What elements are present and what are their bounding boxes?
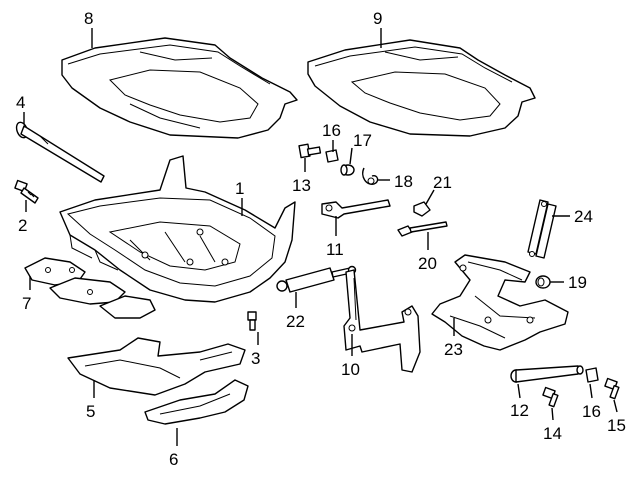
callout-21: 21 — [433, 173, 452, 192]
part-18-spring-clip — [362, 167, 379, 185]
part-11-lever — [321, 199, 391, 219]
part-3-bolt — [247, 311, 257, 331]
part-1-seat-frame — [59, 155, 296, 303]
callout-5: 5 — [86, 402, 95, 421]
callout-16-upper: 16 — [322, 121, 341, 140]
leader-16b — [589, 383, 593, 399]
callout-18: 18 — [394, 172, 413, 191]
part-24-bracket — [527, 199, 557, 259]
part-9-seat-cushion-right — [307, 39, 536, 137]
part-23-seat-track — [431, 254, 569, 351]
callout-10: 10 — [341, 360, 360, 379]
callout-23: 23 — [444, 340, 463, 359]
leader-17 — [349, 147, 353, 165]
callout-24: 24 — [574, 207, 593, 226]
callout-4: 4 — [16, 93, 25, 112]
callout-17: 17 — [353, 131, 372, 150]
part-19-bushing — [535, 275, 551, 289]
leader-12 — [517, 383, 521, 399]
part-20-cable — [397, 221, 448, 237]
part-8-seat-cushion-left — [61, 37, 298, 139]
part-21-clip — [413, 201, 431, 217]
callout-1: 1 — [235, 179, 244, 198]
callout-20: 20 — [418, 254, 437, 273]
callout-7: 7 — [22, 294, 31, 313]
leader-15 — [613, 399, 618, 413]
part-12-pin — [510, 365, 584, 383]
part-2-bolt — [14, 179, 39, 204]
callout-9: 9 — [373, 9, 382, 28]
part-17-bushing — [340, 164, 355, 176]
callout-14: 14 — [543, 424, 562, 443]
leader-21 — [425, 189, 435, 205]
callout-16-lower: 16 — [582, 402, 601, 421]
part-4-rod — [15, 121, 105, 183]
callout-13: 13 — [292, 176, 311, 195]
part-5-lower-cover — [67, 337, 246, 396]
callout-3: 3 — [251, 349, 260, 368]
callout-2: 2 — [18, 216, 27, 235]
leader-14 — [551, 407, 554, 421]
callout-6: 6 — [169, 450, 178, 469]
leader-lines — [23, 28, 618, 446]
part-14-bolt — [542, 386, 559, 408]
callout-8: 8 — [84, 9, 93, 28]
part-6-side-trim — [144, 379, 249, 425]
callout-12: 12 — [510, 401, 529, 420]
part-16-clip-lower — [585, 367, 599, 383]
part-22-gas-strut — [276, 265, 357, 293]
part-10-hinge-frame — [343, 269, 421, 373]
part-15-bolt — [604, 377, 620, 400]
callout-22: 22 — [286, 312, 305, 331]
callout-labels: 8 9 4 2 1 7 3 5 6 13 16 17 18 21 11 20 2… — [16, 9, 626, 469]
callout-19: 19 — [568, 273, 587, 292]
part-13-bolt — [298, 143, 322, 159]
callout-11: 11 — [326, 240, 344, 259]
callout-15: 15 — [607, 416, 626, 435]
part-16-clip-upper — [325, 149, 339, 163]
part-7-panel-set — [24, 257, 156, 319]
